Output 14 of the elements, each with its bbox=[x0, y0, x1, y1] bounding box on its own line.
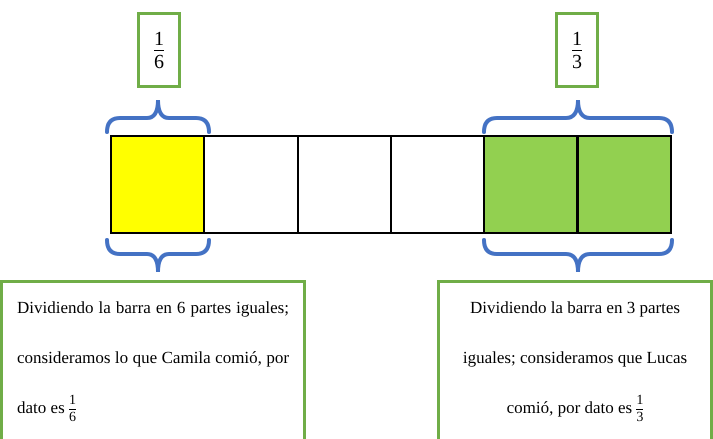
fraction: 1 6 bbox=[68, 393, 76, 425]
bar-segment bbox=[296, 135, 392, 234]
bar-segment bbox=[390, 135, 486, 234]
bar-segment bbox=[483, 135, 578, 234]
bar-segment bbox=[110, 135, 206, 234]
fraction: 1 3 bbox=[636, 393, 644, 425]
fraction: 1 6 bbox=[154, 28, 164, 72]
text-box bbox=[437, 280, 713, 439]
bar-segment bbox=[576, 135, 672, 234]
fraction-box bbox=[555, 12, 599, 88]
fraction: 1 3 bbox=[572, 28, 582, 72]
fraction-box bbox=[137, 12, 181, 88]
text-box bbox=[0, 280, 306, 439]
bar-segment bbox=[203, 135, 299, 234]
